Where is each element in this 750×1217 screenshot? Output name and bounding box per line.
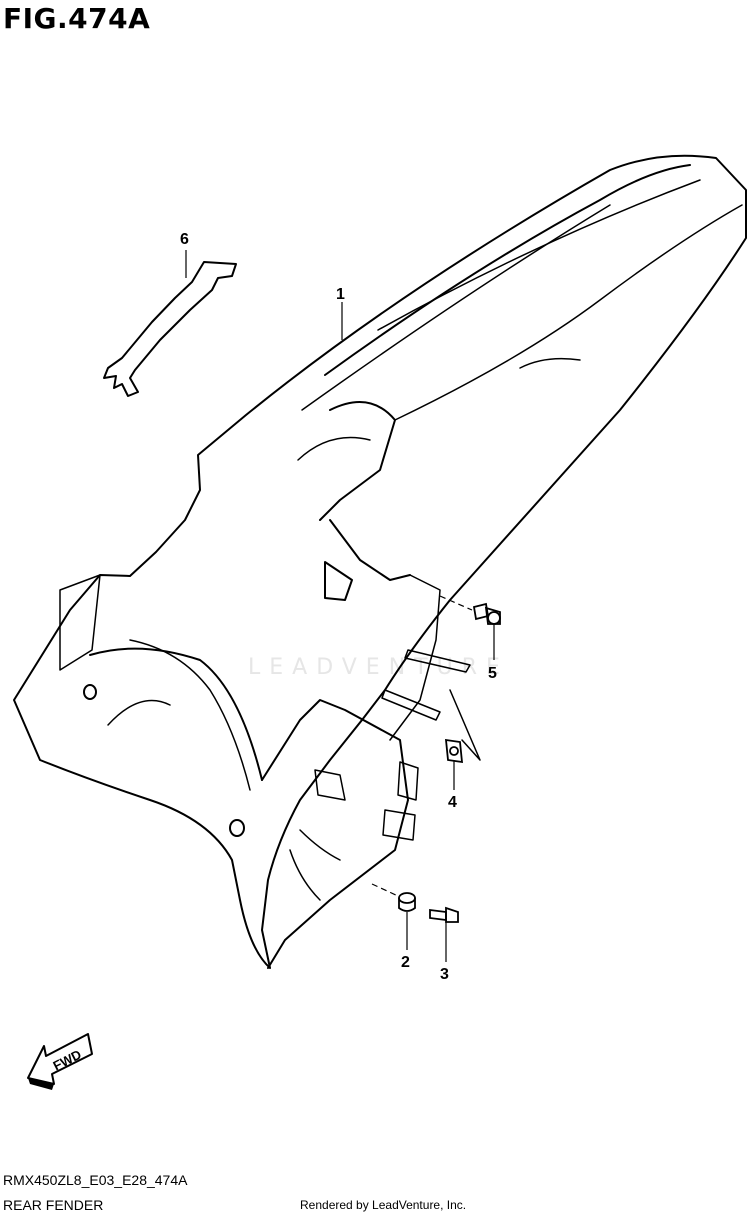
bolt-part-5[interactable]: [472, 602, 501, 625]
callout-5: 5: [488, 665, 497, 682]
spoke-wrench-part[interactable]: [103, 261, 237, 397]
render-credit: Rendered by LeadVenture, Inc.: [300, 1198, 467, 1212]
bolt-part-3[interactable]: [429, 906, 459, 923]
callout-2: 2: [401, 954, 410, 971]
figure-title: FIG.474A: [3, 2, 151, 35]
watermark-text: LEADVENTURE: [248, 655, 509, 680]
callout-6: 6: [180, 231, 189, 248]
callout-3: 3: [440, 966, 449, 983]
rear-fender-part[interactable]: [13, 154, 747, 969]
callout-1: 1: [336, 286, 345, 303]
nut-clip-part-4[interactable]: [444, 738, 464, 764]
fwd-arrow-icon: FWD: [27, 1033, 93, 1090]
dashed-line-2: [371, 883, 399, 897]
callout-4: 4: [448, 794, 457, 811]
diagram-code: RMX450ZL8_E03_E28_474A: [3, 1172, 188, 1188]
dashed-line-5: [439, 595, 473, 611]
diagram-name: REAR FENDER: [3, 1197, 104, 1213]
collar-part-2[interactable]: [398, 892, 416, 912]
